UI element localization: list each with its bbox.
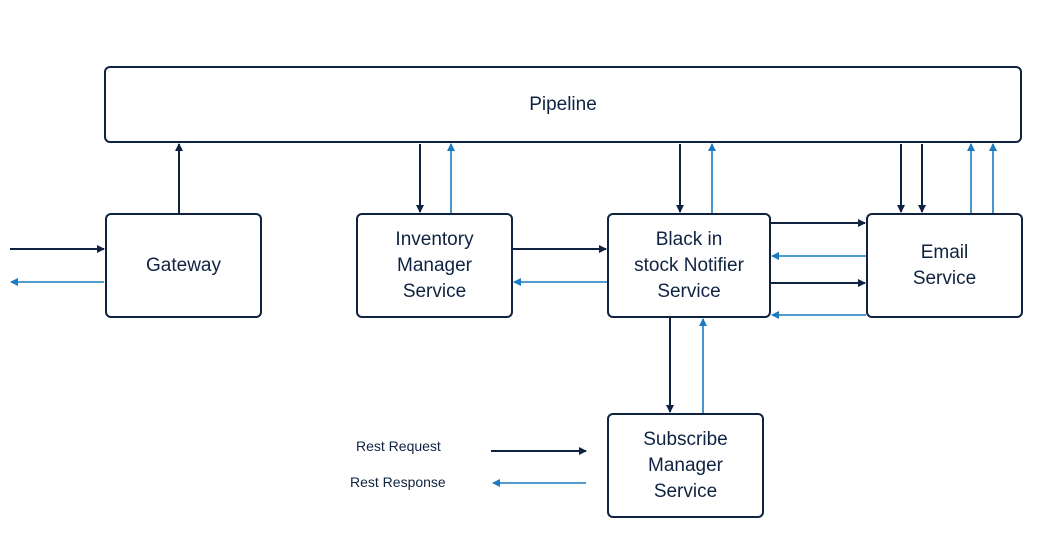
legend-response-label: Rest Response	[350, 474, 446, 490]
legend-request-label: Rest Request	[356, 438, 441, 454]
pipeline-box: Pipeline	[104, 66, 1022, 143]
inventory-manager-service-label: Inventory Manager Service	[395, 228, 474, 302]
subscribe-manager-service-box: Subscribe Manager Service	[607, 413, 764, 518]
gateway-label: Gateway	[146, 254, 221, 276]
notifier-service-label: Black in stock Notifier Service	[634, 228, 744, 302]
subscribe-manager-service-label: Subscribe Manager Service	[643, 428, 728, 502]
notifier-service-box: Black in stock Notifier Service	[607, 213, 771, 318]
pipeline-label: Pipeline	[529, 93, 597, 115]
gateway-box: Gateway	[105, 213, 262, 318]
email-service-box: Email Service	[866, 213, 1023, 318]
email-service-label: Email Service	[912, 241, 977, 289]
inventory-manager-service-box: Inventory Manager Service	[356, 213, 513, 318]
